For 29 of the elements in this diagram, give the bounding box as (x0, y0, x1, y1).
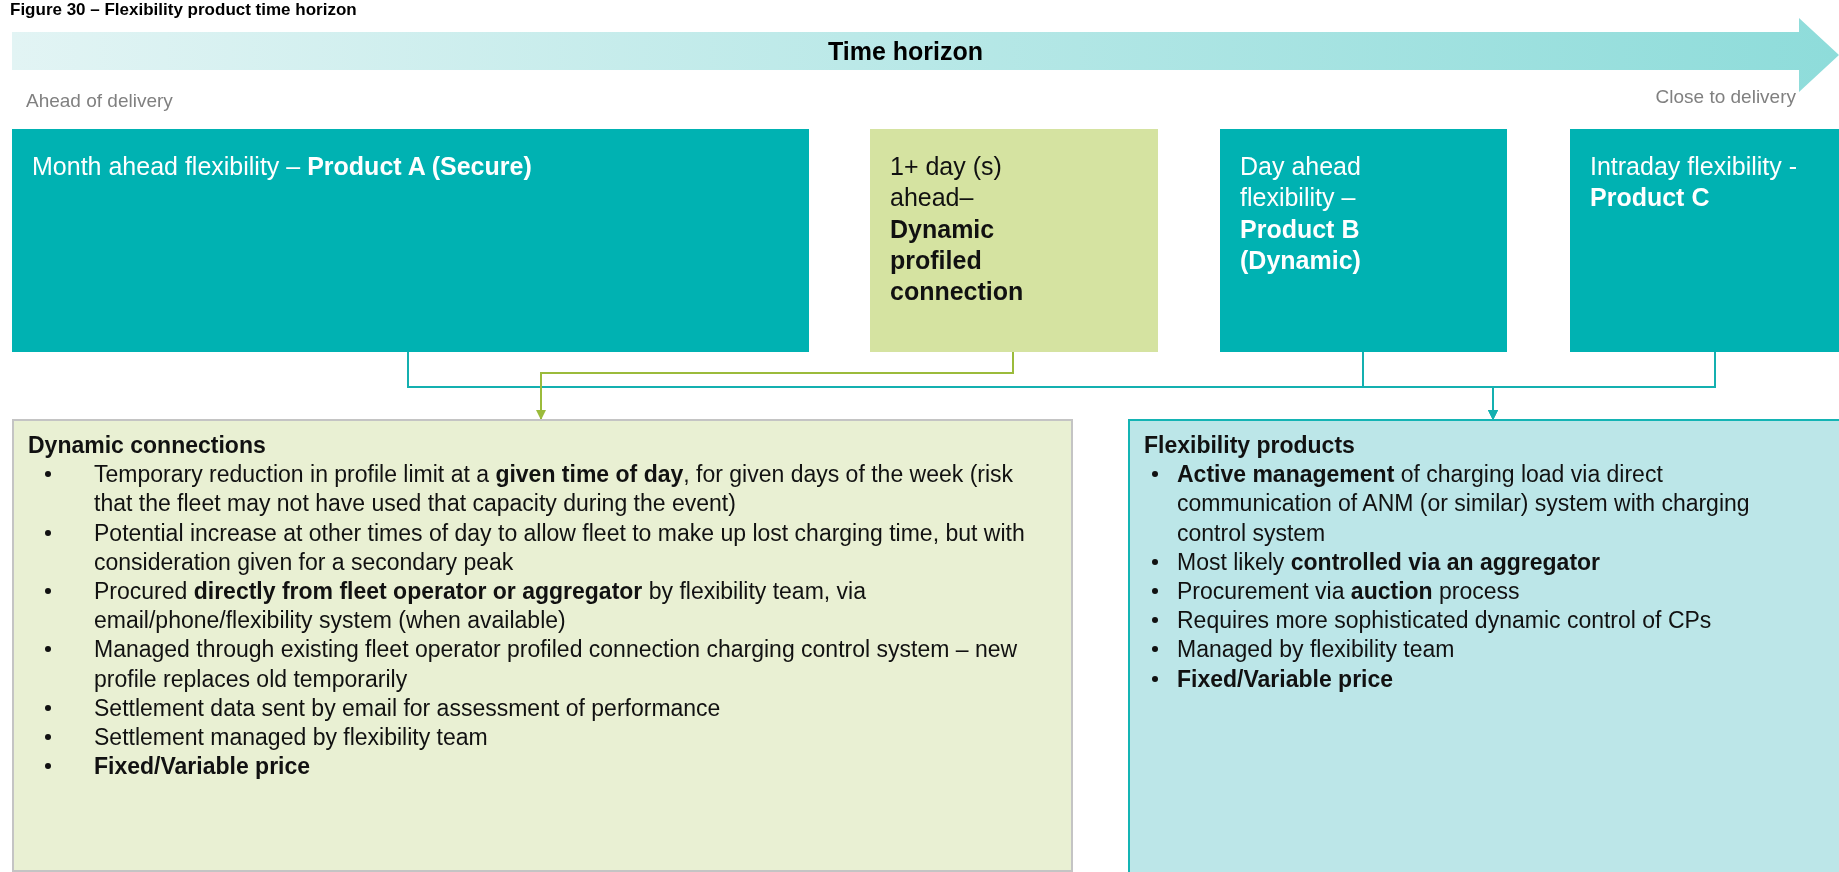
bullet-item: Settlement data sent by email for assessment of performance (28, 693, 1041, 724)
info-panel (12, 419, 1073, 872)
bullet-item: Requires more sophisticated dynamic control of CPs (1144, 606, 1779, 636)
bullet-item: Most likely controlled via an aggregator (1144, 547, 1779, 577)
timeline-end-label: Close to delivery (1655, 86, 1796, 108)
bullet-item: Procurement via auction process (1144, 577, 1779, 607)
info-panel (1128, 419, 1839, 872)
bullet-item: Settlement managed by flexibility team (28, 723, 1041, 753)
connector-arrow (536, 351, 1014, 420)
product-box (12, 129, 809, 352)
timeline-end-label: Ahead of delivery (26, 90, 173, 112)
bullet-item: Fixed/Variable price (1144, 664, 1779, 694)
product-box (870, 129, 1158, 352)
box-text: Intraday flexibility - Product C (1590, 151, 1799, 214)
product-box (1570, 129, 1839, 352)
connector-arrow (1488, 351, 1716, 420)
bullet-item: Managed by flexibility team (1144, 635, 1779, 665)
box-text: Month ahead flexibility – Product A (Secure) (32, 151, 533, 182)
bullet-item: Fixed/Variable price (28, 752, 1041, 782)
bullet-item: Procured directly from fleet operator or aggregator by flexibility team, via email/phone/flexibility system (when available) (28, 577, 1041, 636)
panel-heading: Dynamic connections (28, 431, 267, 460)
box-text: Day ahead flexibility – Product B (Dynamic) (1240, 151, 1362, 276)
panel-heading: Flexibility products (1144, 431, 1356, 460)
figure-title: Figure 30 – Flexibility product time horizon (10, 0, 357, 20)
timeline-label: Time horizon (827, 36, 984, 66)
bullet-item: Managed through existing fleet operator profiled connection charging control system – new profile replaces old temporarily (28, 635, 1041, 694)
box-text: 1+ day (s) ahead– Dynamic profiled connection (890, 151, 1025, 307)
product-box (1220, 129, 1507, 352)
bullet-item: Temporary reduction in profile limit at a given time of day, for given days of the week (risk that the fleet may not have used that capacity during the event) (28, 460, 1041, 519)
